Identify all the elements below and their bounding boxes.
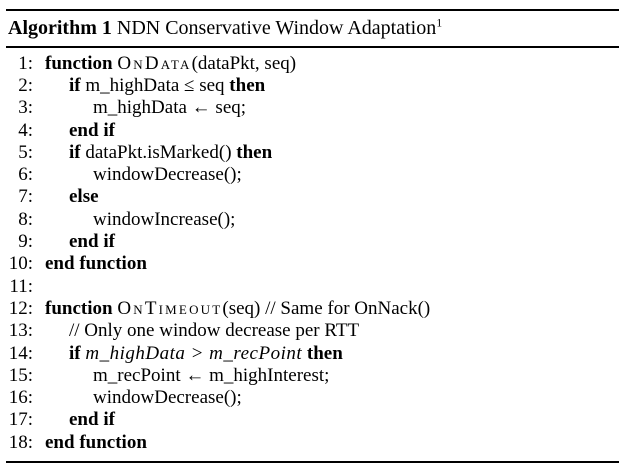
algorithm-line: 5: if dataPkt.isMarked() then xyxy=(6,142,619,164)
line-content: end function xyxy=(45,253,147,275)
code-segment-smallcaps: OnData xyxy=(117,52,192,74)
algorithm-title-label: Algorithm 1 xyxy=(8,17,112,40)
algorithm-line: 7: else xyxy=(6,186,619,208)
code-segment-keyword: then xyxy=(229,74,266,96)
line-content: function OnData(dataPkt, seq) xyxy=(45,53,296,75)
code-segment-keyword: then xyxy=(302,342,343,364)
code-segment-keyword: function xyxy=(45,297,118,319)
code-segment-plain: dataPkt.isMarked() xyxy=(85,141,237,163)
algorithm-line: 18: end function xyxy=(6,432,619,454)
code-segment-keyword: else xyxy=(69,186,99,208)
algorithm-line: 15: m_recPoint ← m_highInterest; xyxy=(6,365,619,387)
line-content: end if xyxy=(45,409,115,431)
line-content: windowDecrease(); xyxy=(45,387,242,409)
line-content: windowIncrease(); xyxy=(45,209,235,231)
line-number: 4: xyxy=(18,119,33,141)
algorithm-body: 1: function OnData(dataPkt, seq) 2: if m_hi… xyxy=(6,48,619,454)
line-number: 11: xyxy=(9,275,33,297)
title-separator-rule xyxy=(6,46,619,48)
line-content: end if xyxy=(45,231,115,253)
line-number: 3: xyxy=(18,97,33,119)
code-segment-keyword: if xyxy=(69,342,86,364)
line-number: 12: xyxy=(8,297,33,319)
code-segment-math: m_highData > m_recPoint xyxy=(85,342,303,364)
line-number: 10: xyxy=(8,253,33,275)
algorithm-line: 17: end if xyxy=(6,409,619,431)
algorithm-line: 13: // Only one window decrease per RTT xyxy=(6,320,619,342)
code-segment-plain: m_recPoint ← m_highInterest; xyxy=(93,364,330,386)
code-segment-plain: m_highData ≤ seq xyxy=(85,74,230,96)
code-segment-plain: (seq) // Same for OnNack() xyxy=(222,297,431,319)
line-number: 17: xyxy=(8,409,33,431)
code-segment-keyword: end if xyxy=(69,119,115,141)
code-segment-keyword: if xyxy=(69,74,86,96)
line-content: if m_highData > m_recPoint then xyxy=(45,343,343,365)
line-content: end if xyxy=(45,120,115,142)
line-content: m_recPoint ← m_highInterest; xyxy=(45,365,329,387)
line-number: 2: xyxy=(18,74,33,96)
line-number: 8: xyxy=(18,208,33,230)
line-number: 13: xyxy=(8,320,33,342)
line-content: if dataPkt.isMarked() then xyxy=(45,142,272,164)
line-content: m_highData ← seq; xyxy=(45,97,246,119)
code-segment-keyword: if xyxy=(69,141,86,163)
line-content: windowDecrease(); xyxy=(45,164,242,186)
algorithm-line: 16: windowDecrease(); xyxy=(6,387,619,409)
algorithm-line: 11: xyxy=(6,276,619,298)
algorithm-line: 3: m_highData ← seq; xyxy=(6,97,619,119)
algorithm-line: 8: windowIncrease(); xyxy=(6,209,619,231)
bottom-rule xyxy=(6,461,619,463)
line-number: 7: xyxy=(18,186,33,208)
algorithm-line: 14: if m_highData > m_recPoint then xyxy=(6,343,619,365)
code-segment-keyword: end if xyxy=(69,231,115,253)
line-content: else xyxy=(45,186,99,208)
line-number: 1: xyxy=(18,52,33,74)
top-rule xyxy=(6,9,619,12)
code-segment-keyword: then xyxy=(236,141,273,163)
algorithm-title-footnote-mark: 1 xyxy=(436,15,443,30)
code-segment-keyword: end if xyxy=(69,409,115,431)
code-segment-plain: windowDecrease(); xyxy=(93,387,242,409)
algorithm-line: 12: function OnTimeout(seq) // Same for O… xyxy=(6,298,619,320)
line-content: end function xyxy=(45,432,147,454)
line-number: 18: xyxy=(8,431,33,453)
algorithm-line: 1: function OnData(dataPkt, seq) xyxy=(6,53,619,75)
code-segment-plain: windowDecrease(); xyxy=(93,164,242,186)
line-content: // Only one window decrease per RTT xyxy=(45,320,359,342)
code-segment-smallcaps: OnTimeout xyxy=(117,297,223,319)
code-segment-plain: // Only one window decrease per RTT xyxy=(69,320,360,342)
line-number: 5: xyxy=(18,141,33,163)
line-number: 15: xyxy=(8,364,33,386)
line-number: 9: xyxy=(18,231,33,253)
algorithm-title-text: NDN Conservative Window Adaptation xyxy=(111,17,437,40)
algorithm-line: 4: end if xyxy=(6,120,619,142)
algorithm-line: 2: if m_highData ≤ seq then xyxy=(6,75,619,97)
code-segment-plain: m_highData ← seq; xyxy=(93,97,247,119)
algorithm-line: 9: end if xyxy=(6,231,619,253)
code-segment-keyword: end function xyxy=(45,431,147,453)
code-segment-plain: (dataPkt, seq) xyxy=(191,52,297,74)
code-segment-keyword: end function xyxy=(45,253,147,275)
code-segment-plain: windowIncrease(); xyxy=(93,208,236,230)
algorithm-line: 6: windowDecrease(); xyxy=(6,164,619,186)
line-content: if m_highData ≤ seq then xyxy=(45,75,265,97)
line-number: 16: xyxy=(8,387,33,409)
line-content: function OnTimeout(seq) // Same for OnNa… xyxy=(45,298,430,320)
algorithm-line: 10: end function xyxy=(6,253,619,275)
line-number: 6: xyxy=(18,164,33,186)
code-segment-keyword: function xyxy=(45,52,118,74)
algorithm-title: Algorithm 1 NDN Conservative Window Adap… xyxy=(6,11,619,46)
line-number: 14: xyxy=(8,342,33,364)
